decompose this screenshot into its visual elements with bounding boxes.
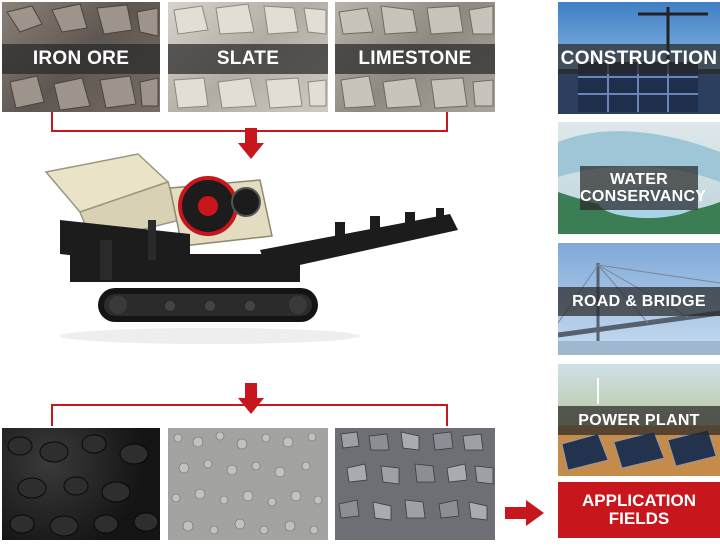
application-construction: CONSTRUCTION xyxy=(558,2,720,114)
down-arrow-shaft xyxy=(245,128,257,144)
output-connector-right xyxy=(446,404,448,426)
rock-texture-image xyxy=(6,3,159,111)
bridge-image xyxy=(558,263,720,355)
rock-texture-image xyxy=(173,3,327,109)
application-power-plant: POWER PLANT xyxy=(558,364,720,476)
application-label: WATER CONSERVANCY xyxy=(580,166,706,210)
down-arrow-icon xyxy=(238,398,264,414)
application-label: ROAD & BRIDGE xyxy=(558,287,720,316)
application-water-conservancy: WATER CONSERVANCY xyxy=(558,122,720,234)
down-arrow-icon xyxy=(238,143,264,159)
raw-material-slate: SLATE xyxy=(168,2,328,112)
mobile-jaw-crusher-image xyxy=(44,153,458,344)
raw-material-iron-ore: IRON ORE xyxy=(2,2,160,112)
gravel-texture-image xyxy=(171,431,323,535)
application-label: CONSTRUCTION xyxy=(558,44,720,74)
application-label: POWER PLANT xyxy=(558,406,720,435)
right-arrow-icon xyxy=(526,500,544,526)
input-connector-left xyxy=(51,112,53,132)
right-arrow-shaft xyxy=(505,507,527,519)
raw-material-label: LIMESTONE xyxy=(335,44,495,74)
raw-material-label: IRON ORE xyxy=(2,44,160,74)
gravel-texture-image xyxy=(338,431,494,521)
input-connector-right xyxy=(446,112,448,132)
rock-texture-image xyxy=(338,5,494,109)
raw-material-label: SLATE xyxy=(168,44,328,74)
down-arrow-shaft xyxy=(245,383,257,399)
output-aggregate-gray xyxy=(168,428,328,540)
application-fields-title: APPLICATION FIELDS xyxy=(558,482,720,538)
raw-material-limestone: LIMESTONE xyxy=(335,2,495,112)
output-aggregate-dark xyxy=(2,428,160,540)
output-connector-left xyxy=(51,404,53,426)
gravel-texture-image xyxy=(7,434,159,537)
solar-farm-image xyxy=(561,378,717,471)
output-connector-bar xyxy=(51,404,448,406)
output-aggregate-mixed xyxy=(335,428,495,540)
application-road-bridge: ROAD & BRIDGE xyxy=(558,243,720,355)
